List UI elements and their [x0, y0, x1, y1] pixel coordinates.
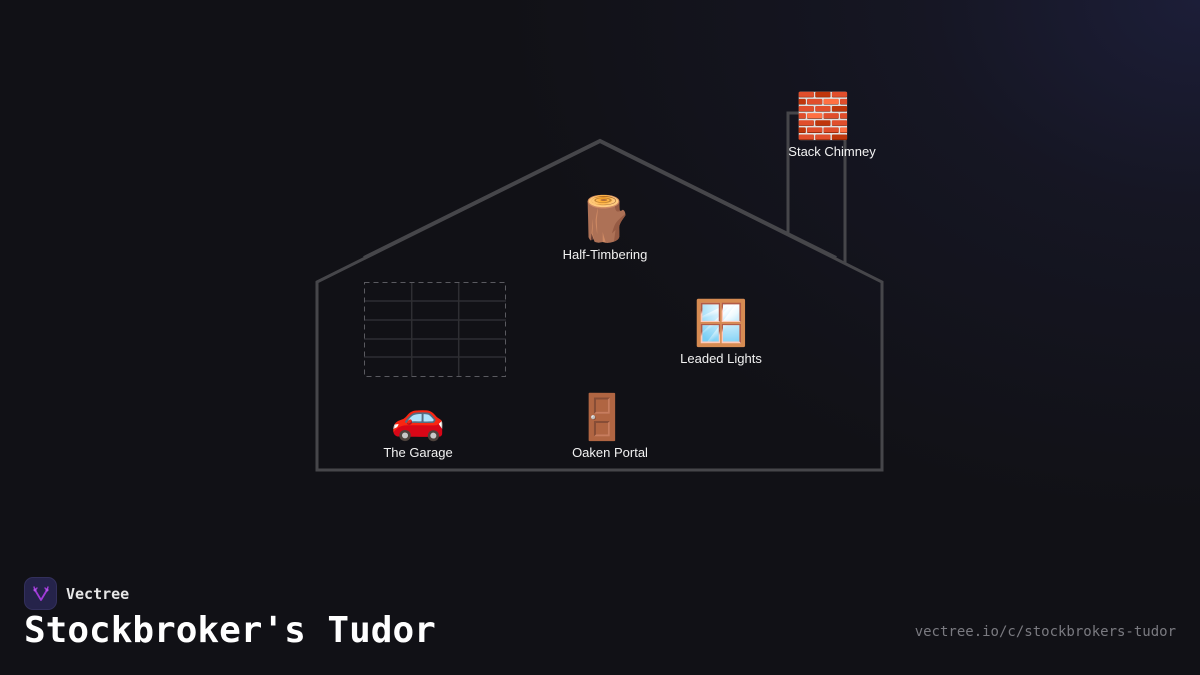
roof-beam [363, 138, 837, 260]
chimney-outline [786, 111, 847, 263]
brand-name: Vectree [66, 584, 130, 603]
window-grid [364, 282, 506, 377]
page-title: Stockbroker's Tudor [24, 610, 436, 651]
node-oaken-portal[interactable]: 🚪 Oaken Portal [572, 393, 648, 460]
node-half-timbering[interactable]: 🪵 Half-Timbering [563, 195, 648, 262]
node-label: Leaded Lights [680, 351, 762, 366]
vectree-logo-icon [24, 577, 57, 610]
node-label: Oaken Portal [572, 445, 648, 460]
node-label: Half-Timbering [562, 247, 648, 262]
node-the-garage[interactable]: 🚗 The Garage [383, 393, 452, 460]
window-icon: 🪟 [693, 299, 749, 348]
node-label: Stack Chimney [788, 144, 876, 159]
brand: Vectree [24, 577, 129, 610]
door-icon: 🚪 [574, 393, 630, 442]
wood-log-icon: 🪵 [577, 195, 633, 244]
brick-icon: 🧱 [795, 92, 851, 141]
node-label: The Garage [383, 445, 453, 460]
source-url[interactable]: vectree.io/c/stockbrokers-tudor [914, 624, 1176, 640]
node-stack-chimney[interactable]: 🧱 Stack Chimney [770, 92, 875, 159]
car-icon: 🚗 [390, 393, 446, 442]
node-leaded-lights[interactable]: 🪟 Leaded Lights [680, 299, 762, 366]
